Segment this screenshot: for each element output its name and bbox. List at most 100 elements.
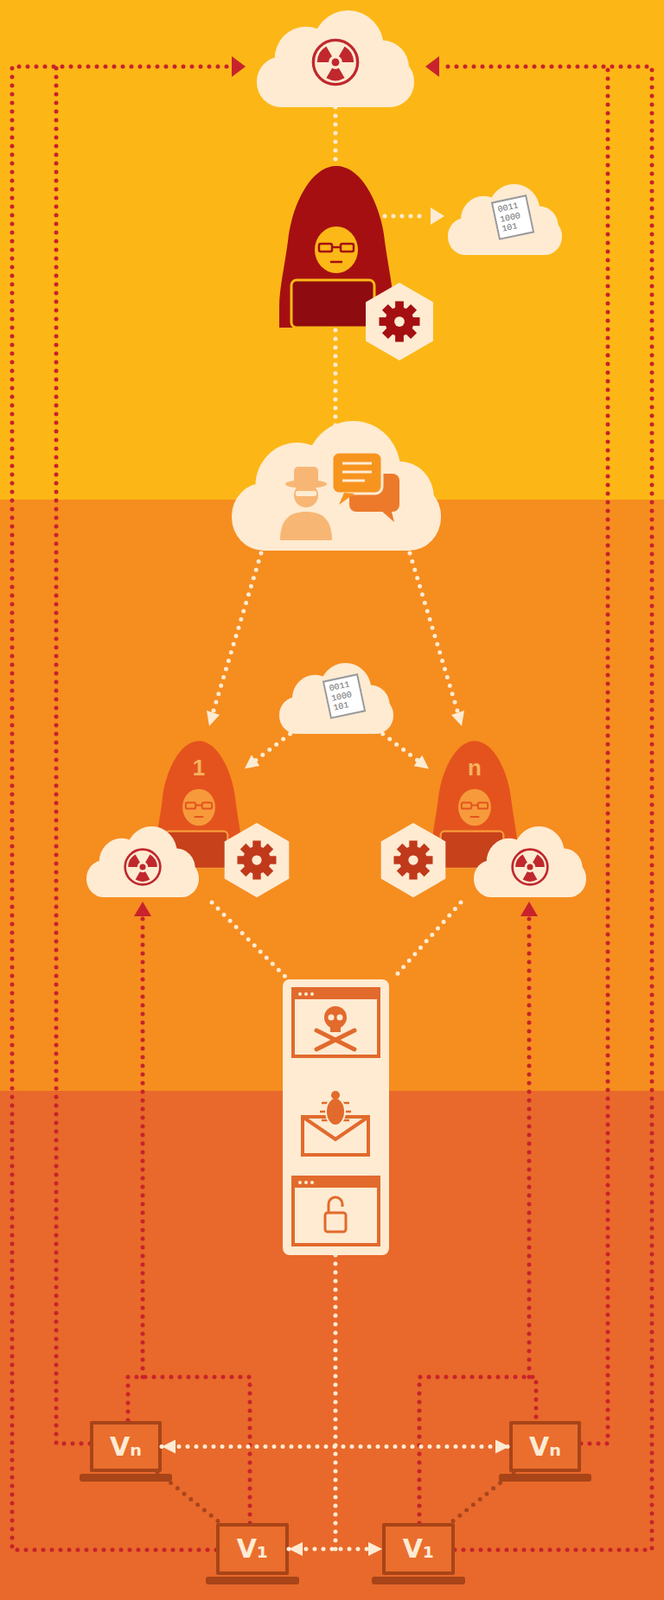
arrow-head (451, 710, 465, 727)
flow-line (392, 902, 461, 980)
affiliate-server (86, 826, 199, 898)
infection-report-lines (12, 56, 652, 1551)
report-line (140, 918, 146, 1378)
top-band (0, 0, 664, 500)
chat-bubble (332, 452, 383, 494)
laptop-base (205, 1577, 300, 1585)
laptop-base (498, 1474, 592, 1482)
flow-arrow (288, 1547, 383, 1552)
victim-label: V₁ (236, 1536, 269, 1563)
chat-line (342, 479, 365, 483)
affiliate-number: 1 (153, 756, 245, 779)
browser-bar (293, 989, 379, 1000)
developer (279, 166, 434, 361)
chat-line (342, 462, 372, 466)
cloud-shape (279, 663, 394, 735)
arrow-head (134, 901, 152, 917)
crossbone (316, 1030, 355, 1050)
victim-laptop: Vₙ (509, 1421, 581, 1473)
flow-line (409, 553, 458, 711)
report-line (527, 918, 532, 1378)
gear-symbol (381, 823, 447, 898)
spy-glasses (295, 491, 317, 497)
crossbone (316, 1030, 355, 1050)
radiation-symbol (125, 849, 161, 886)
affiliate-server (473, 826, 587, 898)
affiliate-figure: 1 (153, 739, 245, 869)
skull-jaw (330, 1024, 341, 1033)
browser-dot (304, 1181, 308, 1185)
laptop-bases (79, 1474, 592, 1585)
browser-bar (293, 1177, 379, 1188)
cloud-shape (231, 421, 441, 551)
exploit-kit-panel (282, 979, 390, 1256)
code-cloud: 0011 1000 101 (279, 663, 394, 735)
browser-dot (298, 1181, 302, 1185)
bug-body (325, 1098, 345, 1126)
chat-tail (338, 492, 355, 505)
code-cloud: 0011 1000 101 (447, 184, 562, 256)
binary-code: 0011 1000 101 (491, 194, 535, 240)
lock-shackle (328, 1197, 343, 1214)
browser-dot (298, 992, 302, 996)
cloud-shape (256, 10, 415, 108)
skull-eye (328, 1015, 335, 1022)
flow-arrow (383, 734, 429, 770)
victim-label: Vₙ (529, 1434, 562, 1461)
cloud-shape (86, 826, 199, 898)
flow-line (213, 553, 262, 711)
spy-hat (293, 466, 319, 485)
radiation-symbol (512, 849, 549, 886)
victim-laptop: V₁ (216, 1523, 289, 1576)
victim-label: V₁ (402, 1536, 435, 1563)
flow-line (211, 902, 288, 980)
command-server (256, 10, 415, 108)
browser-dot (304, 992, 308, 996)
arrow-head (206, 710, 220, 727)
chat-tail (380, 508, 395, 523)
radiation-symbol (312, 39, 358, 84)
binary-code: 0011 1000 101 (322, 673, 366, 719)
victim-label: Vₙ (109, 1434, 142, 1461)
forum (231, 421, 441, 551)
flow-line (333, 1255, 339, 1551)
browser-window (293, 989, 379, 1057)
cloud-shape (447, 184, 562, 256)
victim-laptop: Vₙ (89, 1421, 162, 1473)
victim-laptop: V₁ (382, 1523, 455, 1576)
browser-window (293, 1177, 379, 1245)
flow-line (333, 321, 339, 433)
affiliate-number: n (428, 756, 521, 779)
bug-head (331, 1091, 340, 1100)
flow-line (384, 214, 426, 219)
flow-line (333, 107, 339, 165)
gear-symbol (365, 282, 434, 361)
skull-eye (337, 1015, 344, 1022)
report-line (56, 66, 90, 1444)
affiliate-figure: n (428, 739, 521, 869)
laptop-base (371, 1577, 466, 1585)
arrow-head (231, 56, 246, 77)
lateral-link (450, 1472, 514, 1524)
browser-dot (310, 1181, 314, 1185)
cloud-shape (473, 826, 587, 898)
flow-lines (206, 107, 465, 1551)
arrow-head (520, 901, 538, 917)
browser-dot (310, 992, 314, 996)
broken-lock (325, 1213, 346, 1233)
lateral-link (157, 1472, 221, 1524)
chat-line (342, 471, 372, 474)
panel-box (282, 979, 390, 1256)
laptop-base (79, 1474, 173, 1482)
report-line (581, 66, 608, 1444)
arrow-head (425, 56, 440, 77)
arrow-head (430, 207, 445, 225)
spy-body (280, 511, 332, 541)
flow-arrow (161, 1444, 510, 1450)
flow-arrow (244, 734, 291, 769)
gear-symbol (224, 823, 290, 898)
